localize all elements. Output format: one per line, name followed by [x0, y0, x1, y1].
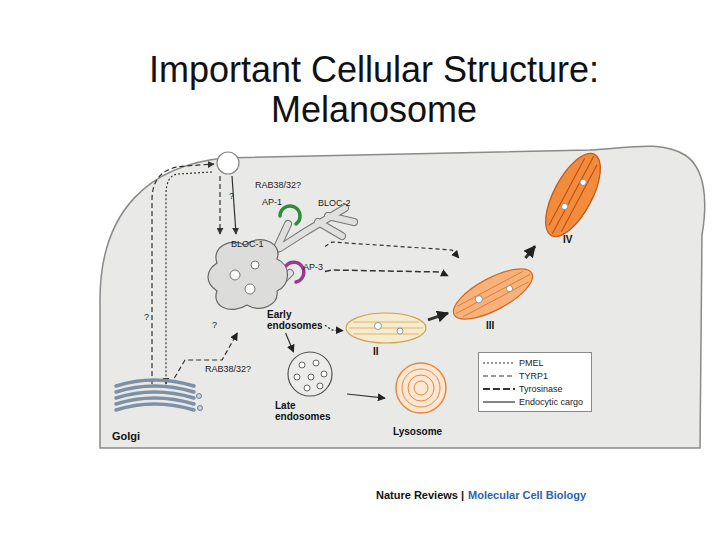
- annotation-label: BLOC-1: [231, 239, 264, 249]
- annotation-label: RAB38/32?: [255, 180, 301, 190]
- legend-text: PMEL: [519, 358, 544, 368]
- shape-part: [299, 362, 305, 368]
- melanosome-stage-node: III: [448, 258, 538, 338]
- shape-part: [579, 178, 587, 186]
- golgi-membrane-line: [152, 164, 214, 384]
- legend-line-sample: [483, 372, 515, 380]
- transport-arrow: [174, 333, 237, 378]
- shape-part: [535, 145, 612, 244]
- legend-text: Tyrosinase: [519, 384, 563, 394]
- shape-part: [308, 374, 314, 380]
- transport-arrow: [325, 242, 459, 258]
- node-label: Lysosome: [393, 426, 457, 437]
- shape-part: [397, 328, 403, 334]
- transport-arrow: [428, 313, 448, 320]
- legend-line-sample: [483, 385, 515, 393]
- plasma-membrane-vesicle: [217, 152, 239, 174]
- shape-part: [251, 261, 259, 269]
- shape-part: [245, 284, 255, 294]
- annotation-label: BLOC-2: [318, 198, 351, 208]
- membrane-cargo-line: [232, 176, 236, 234]
- shape-part: [453, 269, 533, 319]
- transport-arrow: [525, 246, 535, 258]
- annotation-label: AP-3: [303, 262, 323, 272]
- node-label: III: [486, 320, 526, 331]
- cell-outline: [100, 146, 705, 448]
- shape-part: [447, 259, 540, 329]
- lysosome-node: Lysosome: [385, 362, 457, 442]
- legend-box: PMEL TYRP1TyrosinaseEndocytic cargo: [478, 352, 592, 412]
- annotation-label: ?: [144, 312, 149, 322]
- node-label: II: [373, 346, 403, 357]
- node-label: IV: [563, 234, 603, 245]
- shape-part: [304, 385, 310, 391]
- shape-part: [313, 360, 319, 366]
- legend-line: [483, 401, 515, 402]
- shape-part: [396, 363, 446, 413]
- shape-part: [288, 352, 332, 396]
- shape-part: [408, 375, 434, 401]
- node-label: Early endosomes: [267, 309, 325, 331]
- late-endosome-node: Late endosomes: [272, 352, 347, 428]
- melanosome-stage-node: IV: [535, 150, 610, 250]
- credit-text: Molecular Cell Biology: [468, 489, 586, 502]
- shape-part: [346, 313, 426, 343]
- shape-part: [375, 323, 382, 330]
- shape-part: [447, 259, 540, 329]
- shape-part: [230, 270, 240, 280]
- golgi-node: Golgi: [108, 378, 203, 442]
- legend-line: [483, 375, 515, 376]
- early-endosome-node: Early endosomes: [205, 235, 325, 333]
- node-shape: [343, 308, 428, 360]
- shape-part: [116, 404, 194, 410]
- shape-part: [402, 369, 440, 407]
- node-shape: [205, 235, 325, 333]
- ap3-coat: [286, 262, 304, 282]
- shape-part: [546, 153, 600, 237]
- annotation-label: AP-1: [262, 197, 282, 207]
- journal-credit: Nature Reviews | Molecular Cell Biology: [376, 489, 586, 502]
- credit-text: Nature Reviews |: [376, 489, 464, 502]
- membrane-cargo-line: [219, 176, 220, 234]
- legend-row: Tyrosinase: [483, 382, 587, 395]
- legend-line-sample: [483, 398, 515, 406]
- transport-arrow: [286, 333, 294, 352]
- transport-arrow: [325, 325, 343, 331]
- shape-part: [561, 202, 569, 210]
- transport-arrow: [325, 270, 448, 276]
- shape-part: [317, 383, 323, 389]
- node-label: Late endosomes: [275, 400, 345, 422]
- shape-part: [414, 381, 428, 395]
- legend-line: [483, 362, 515, 363]
- legend-line: [483, 388, 515, 390]
- legend-text: Endocytic cargo: [519, 397, 583, 407]
- legend-row: Endocytic cargo: [483, 395, 587, 408]
- shape-part: [349, 322, 423, 334]
- legend-line-sample: [483, 359, 515, 367]
- legend-text: TYRP1: [519, 371, 548, 381]
- shape-part: [505, 285, 513, 293]
- shape-part: [208, 240, 288, 310]
- annotation-label: RAB38/32?: [205, 364, 251, 374]
- ap1-coat: [280, 206, 300, 224]
- shape-part: [294, 374, 300, 380]
- diagram-title: Important Cellular Structure: Melanosome: [54, 50, 694, 130]
- transport-arrow: [347, 394, 385, 398]
- node-label: Golgi: [112, 430, 172, 442]
- shape-part: [321, 371, 327, 377]
- annotation-label: ?: [212, 320, 217, 330]
- annotation-label: ?: [229, 191, 234, 201]
- node-shape: [535, 150, 610, 250]
- shape-part: [474, 295, 483, 304]
- shape-part: [197, 394, 202, 399]
- legend-row: PMEL: [483, 356, 587, 369]
- melanosome-stage-node: II: [343, 308, 428, 360]
- golgi-membrane-line: [166, 172, 212, 384]
- shape-part: [535, 145, 612, 244]
- shape-part: [198, 406, 203, 411]
- legend-row: TYRP1: [483, 369, 587, 382]
